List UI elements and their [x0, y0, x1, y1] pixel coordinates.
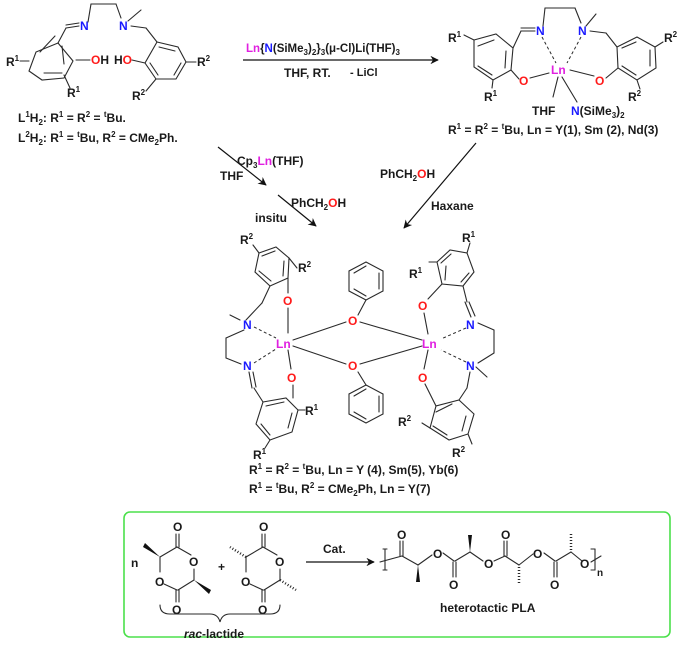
complex1-lanthanide: Ln: [551, 63, 566, 77]
dimer-lanthanide-left: Ln: [276, 337, 291, 351]
ligand-structure: N N OH HO R1 R1 R2 R2: [6, 3, 211, 103]
dimer-r1-top-right: R1: [462, 230, 476, 245]
substituent-r1-left: R1: [6, 54, 20, 69]
lactide2-ring-o-left: O: [241, 575, 250, 589]
catalyst-label: Cat.: [323, 542, 346, 556]
rac-lactide-brace: [159, 604, 281, 623]
substituent-r2-right: R2: [197, 54, 211, 69]
ligand-legend-l2: L2H2: R1 = tBu, R2 = CMe2Ph.: [18, 130, 178, 147]
complex1-caption: R1 = R2 = tBu, Ln = Y(1), Sm (2), Nd(3): [448, 122, 658, 137]
pla-o-2: O: [433, 547, 442, 561]
dimer-r2-bottom-right: R2: [452, 445, 466, 460]
alcohol-2: PhCH2OH: [291, 196, 346, 212]
reaction-arrow-2a: [217, 146, 267, 186]
dimer-o-left-top: O: [283, 294, 292, 308]
dimer-r2-top-right: R2: [298, 260, 312, 275]
pla-o-6: O: [533, 547, 542, 561]
plus-sign: +: [218, 560, 225, 574]
lactide1-ring-o-left: O: [155, 575, 164, 589]
reagent-1: Ln{N(SiMe3)2}3(μ-Cl)Li(THF)3: [246, 43, 400, 57]
lactide2-carbonyl-o-top: O: [259, 520, 268, 534]
polymerization-box: [123, 511, 671, 638]
right-hydroxyl: HO: [114, 53, 132, 67]
solvent-2: THF: [220, 169, 243, 183]
byproduct-1: - LiCl: [350, 67, 378, 79]
conditions-1: THF, RT.: [284, 66, 331, 80]
substituent-r2-top: R2: [664, 30, 678, 45]
pla-o-5: O: [501, 528, 510, 542]
heterotactic-pla-chain: O O O O O O O O: [379, 528, 603, 592]
complex1-amide-ligand: N(SiMe3)2: [571, 104, 625, 120]
lactide1-ring-o-right: O: [189, 555, 198, 569]
dimer-structure: R2 R2 O N N Ln O R1 R1 O O: [225, 230, 495, 462]
mode-2: insitu: [255, 211, 287, 225]
dimer-imine-n-right: N: [466, 318, 475, 332]
complex1-phenoxide-o-left: O: [519, 74, 528, 88]
repeat-subscript: n: [597, 568, 603, 579]
dimer-r1-bottom: R1: [253, 447, 267, 462]
lactide1-carbonyl-o-bottom: O: [172, 603, 181, 617]
lactide1-wedge-top: [143, 543, 160, 557]
pla-o-3: O: [449, 578, 458, 592]
substituent-r2-bottom: R2: [628, 89, 642, 104]
polymerization-scheme: n O O O O + O O O: [131, 520, 603, 641]
pla-o-4: O: [484, 557, 493, 571]
lactide-2: O O O O: [229, 520, 297, 617]
dimer-caption-2: R1 = tBu, R2 = CMe2Ph, Ln = Y(7): [249, 481, 431, 498]
dimer-imine-n-left: N: [243, 359, 252, 373]
lactide2-carbonyl-o-bottom: O: [258, 603, 267, 617]
substituent-r1-bottom: R1: [484, 89, 498, 104]
monomer-multiplier: n: [131, 556, 138, 570]
lactide1-wedge-bottom: [194, 580, 211, 594]
reaction-arrow-2b: [277, 194, 317, 227]
dimer-caption-1: R1 = R2 = tBu, Ln = Y (4), Sm(5), Yb(6): [249, 462, 458, 477]
dimer-r1-top-left: R1: [409, 266, 423, 281]
lactide1-carbonyl-o-top: O: [173, 520, 182, 534]
alcohol-3: PhCH2OH: [380, 167, 435, 183]
complex1-thf-ligand: THF: [532, 104, 555, 118]
reaction-arrow-3: [403, 142, 477, 229]
substituent-r2-bottom: R2: [132, 88, 146, 103]
ligand-legend-l1: L1H2: R1 = R2 = tBu.: [18, 110, 126, 127]
complex-1-structure: R1 R1 N N R2 R2 O Ln O THF N(S: [448, 7, 678, 120]
pla-o-7: O: [550, 578, 559, 592]
lactide-1: O O O O: [143, 520, 211, 617]
dimer-r2-bottom-left: R2: [398, 414, 412, 429]
imine-nitrogen: N: [80, 19, 89, 33]
bridging-o-top: O: [348, 314, 357, 328]
substituent-r1-top: R1: [448, 30, 462, 45]
solvent-3: Haxane: [431, 199, 474, 213]
lactide2-ring-o-right: O: [275, 555, 284, 569]
dimer-o-left-bottom: O: [287, 371, 296, 385]
dimer-r2-top-left: R2: [240, 232, 254, 247]
dimer-lanthanide-right: Ln: [422, 337, 437, 351]
dimer-r1-right: R1: [305, 403, 319, 418]
complex1-imine-n: N: [536, 24, 545, 38]
complex1-amine-n: N: [578, 24, 587, 38]
right-phenol-ring: [144, 41, 187, 80]
left-hydroxyl: OH: [91, 53, 109, 67]
dimer-amine-n-right: N: [466, 359, 475, 373]
pla-o-8: O: [580, 557, 589, 571]
rac-lactide-label: rac-lactide: [184, 627, 244, 641]
reagent-2: Cp3Ln(THF): [237, 154, 303, 170]
pla-label: heterotactic PLA: [440, 601, 536, 615]
left-phenol-ring: [28, 35, 74, 81]
substituent-r1-bottom: R1: [67, 85, 81, 100]
dimer-o-right-bottom: O: [418, 371, 427, 385]
bridging-o-bottom: O: [348, 359, 357, 373]
amine-nitrogen: N: [119, 19, 128, 33]
pla-o-1: O: [397, 528, 406, 542]
dimer-amine-n-left: N: [243, 318, 252, 332]
complex1-phenoxide-o-right: O: [595, 74, 604, 88]
dimer-o-right-top: O: [418, 299, 427, 313]
